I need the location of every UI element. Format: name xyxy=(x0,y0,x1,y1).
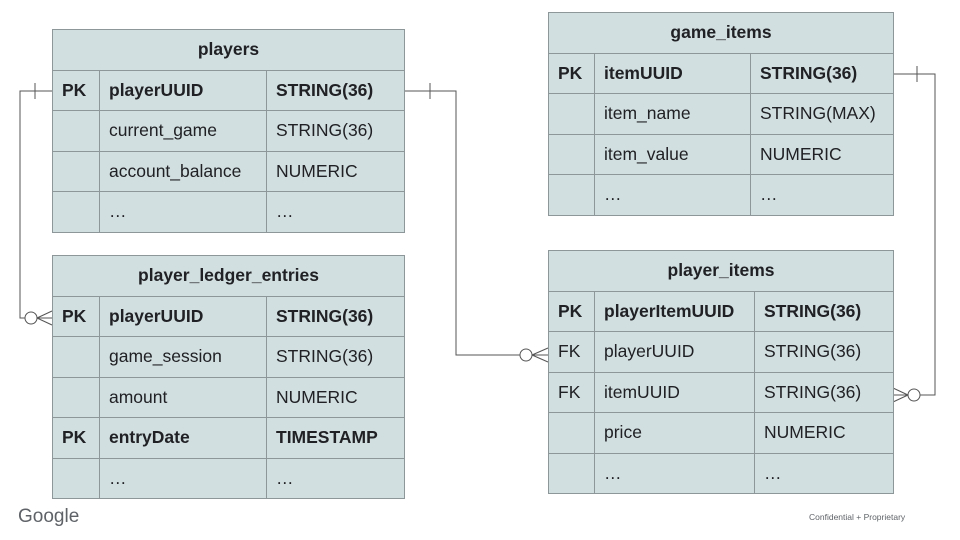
column-name-cell: entryDate xyxy=(99,417,267,459)
key-cell: PK xyxy=(52,295,100,337)
column-name-cell: itemUUID xyxy=(594,371,755,413)
table-title: player_ledger_entries xyxy=(51,255,406,297)
column-type-cell: … xyxy=(753,452,895,494)
key-cell: PK xyxy=(548,52,595,94)
column-name-cell: playerItemUUID xyxy=(594,290,755,332)
column-name-cell: … xyxy=(99,457,267,499)
confidential-label: Confidential + Proprietary xyxy=(809,512,906,522)
key-cell xyxy=(548,412,595,454)
many-marker xyxy=(36,310,53,326)
link-players-player-items xyxy=(404,90,548,356)
column-type-cell: STRING(36) xyxy=(753,331,895,373)
link-players-ledger xyxy=(19,90,52,319)
key-cell xyxy=(52,191,100,233)
column-name-cell: current_game xyxy=(99,110,267,152)
column-type-cell: STRING(MAX) xyxy=(749,93,895,135)
column-type-cell: NUMERIC xyxy=(266,150,405,192)
column-type-cell: STRING(36) xyxy=(265,336,406,378)
many-marker xyxy=(531,347,549,363)
column-name-cell: playerUUID xyxy=(99,69,267,111)
column-type-cell: … xyxy=(749,174,895,216)
link-game-items-player-items xyxy=(893,73,936,396)
key-cell xyxy=(548,452,595,494)
key-cell xyxy=(52,376,100,418)
column-type-cell: STRING(36) xyxy=(266,110,405,152)
column-name-cell: playerUUID xyxy=(99,295,267,337)
column-type-cell: STRING(36) xyxy=(265,295,406,337)
many-marker xyxy=(892,387,909,403)
column-name-cell: item_value xyxy=(594,133,751,175)
column-name-cell: … xyxy=(594,174,751,216)
key-cell: PK xyxy=(548,290,595,332)
column-type-cell: NUMERIC xyxy=(265,376,406,418)
key-cell xyxy=(52,110,100,152)
column-type-cell: NUMERIC xyxy=(749,133,895,175)
google-logo: Google xyxy=(18,506,80,527)
column-name-cell: … xyxy=(594,452,755,494)
column-type-cell: STRING(36) xyxy=(266,69,405,111)
column-type-cell: … xyxy=(266,191,405,233)
column-type-cell: TIMESTAMP xyxy=(265,417,406,459)
table-title: player_items xyxy=(547,250,895,292)
table-title: players xyxy=(52,29,405,71)
column-type-cell: … xyxy=(265,457,406,499)
column-name-cell: playerUUID xyxy=(594,331,755,373)
zero-marker xyxy=(907,388,921,402)
table-title: game_items xyxy=(547,12,895,54)
key-cell: PK xyxy=(52,417,100,459)
column-name-cell: … xyxy=(99,191,267,233)
key-cell: PK xyxy=(52,69,100,111)
column-name-cell: price xyxy=(594,412,755,454)
key-cell xyxy=(548,93,595,135)
zero-marker xyxy=(519,348,533,362)
key-cell: FK xyxy=(548,331,595,373)
column-type-cell: STRING(36) xyxy=(753,371,895,413)
key-cell: FK xyxy=(548,371,595,413)
column-name-cell: game_session xyxy=(99,336,267,378)
column-type-cell: NUMERIC xyxy=(753,412,895,454)
table-row: …… xyxy=(52,457,406,499)
key-cell xyxy=(52,336,100,378)
zero-marker xyxy=(24,311,38,325)
column-type-cell: STRING(36) xyxy=(749,52,895,94)
table-row: …… xyxy=(548,174,895,216)
column-type-cell: STRING(36) xyxy=(753,290,895,332)
key-cell xyxy=(548,133,595,175)
column-name-cell: itemUUID xyxy=(594,52,751,94)
column-name-cell: account_balance xyxy=(99,150,267,192)
column-name-cell: amount xyxy=(99,376,267,418)
column-name-cell: item_name xyxy=(594,93,751,135)
table-row: …… xyxy=(52,191,405,233)
key-cell xyxy=(548,174,595,216)
key-cell xyxy=(52,150,100,192)
key-cell xyxy=(52,457,100,499)
table-row: …… xyxy=(548,452,895,494)
